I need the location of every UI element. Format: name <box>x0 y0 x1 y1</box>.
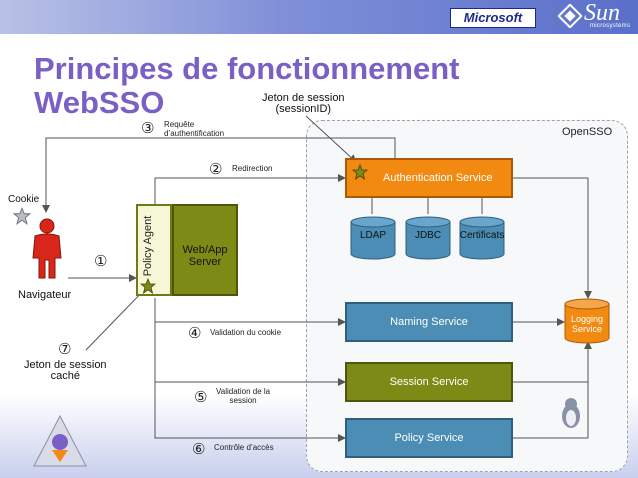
session-token-label: Jeton de session (sessionID) <box>262 92 345 115</box>
session-service: Session Service <box>345 362 513 402</box>
sun-logo-word: Sun <box>584 0 620 26</box>
star-icon <box>352 164 368 180</box>
database-icon <box>405 216 451 260</box>
database-icon <box>350 216 396 260</box>
authentication-service: Authentication Service <box>345 158 513 198</box>
step-2-label: Redirection <box>232 164 273 173</box>
step-3-number: ③ <box>141 119 155 137</box>
user-icon <box>32 218 62 279</box>
database-icon <box>459 216 505 260</box>
logging-service: Logging Service <box>564 298 610 344</box>
session-service-label: Session Service <box>389 376 469 388</box>
navigator-label: Navigateur <box>18 289 72 301</box>
sun-logo-mark-icon <box>558 4 582 28</box>
policy-agent <box>136 204 172 296</box>
cookie-star-icon <box>13 207 31 225</box>
jdbc-store: JDBC <box>405 216 451 260</box>
sun-logo: Sun microsystems <box>556 0 634 32</box>
hidden-token-label: Jeton de session caché <box>24 359 107 382</box>
penguin-icon <box>562 398 580 428</box>
arrow-session-logging <box>512 341 592 383</box>
page-title: Principes de fonctionnement WebSSO <box>34 51 460 120</box>
microsoft-logo: Microsoft <box>450 8 536 28</box>
cookie-label: Cookie <box>8 194 40 205</box>
arrow-policy-logging <box>512 382 589 439</box>
arrow-step-3 <box>42 137 396 213</box>
jdbc-label: JDBC <box>414 230 442 241</box>
link-auth-stores <box>371 198 483 214</box>
policy-service: Policy Service <box>345 418 513 458</box>
pointer-step-7 <box>85 285 149 351</box>
opensso-label: OpenSSO <box>562 126 613 138</box>
arrow-step-4 <box>154 298 346 326</box>
arrow-auth-logging <box>512 177 592 299</box>
step-3-label: Requête d’authentification <box>164 120 225 138</box>
ldap-store: LDAP <box>350 216 396 260</box>
webapp-server-label: Web/App Server <box>182 244 228 268</box>
authentication-service-label: Authentication Service <box>383 172 493 184</box>
step-4-number: ④ <box>188 324 202 342</box>
step-5-number: ⑤ <box>194 388 208 406</box>
step-6-number: ⑥ <box>192 440 206 458</box>
step-1-number: ① <box>94 252 108 270</box>
step-2-number: ② <box>209 160 223 178</box>
logging-service-label: Logging Service <box>570 314 604 334</box>
arrow-step-6 <box>154 382 346 442</box>
sun-logo-sub: microsystems <box>590 23 631 29</box>
star-icon <box>140 278 156 294</box>
token-pointer <box>305 115 357 163</box>
naming-service-label: Naming Service <box>390 316 468 328</box>
step-5-label: Validation de la session <box>216 387 271 405</box>
policy-agent-label: Policy Agent <box>142 215 154 277</box>
certificats-label: Certificats <box>459 230 505 241</box>
naming-service: Naming Service <box>345 302 513 342</box>
webapp-server: Web/App Server <box>172 204 238 296</box>
policy-service-label: Policy Service <box>394 432 464 444</box>
database-icon <box>564 298 610 344</box>
arrow-step-2 <box>154 174 346 204</box>
step-4-label: Validation du cookie <box>210 328 282 337</box>
step-7-number: ⑦ <box>58 340 72 358</box>
mascot-icon <box>33 414 87 467</box>
ldap-label: LDAP <box>359 230 387 241</box>
step-6-label: Contrôle d’accès <box>214 443 274 452</box>
certificats-store: Certificats <box>459 216 505 260</box>
